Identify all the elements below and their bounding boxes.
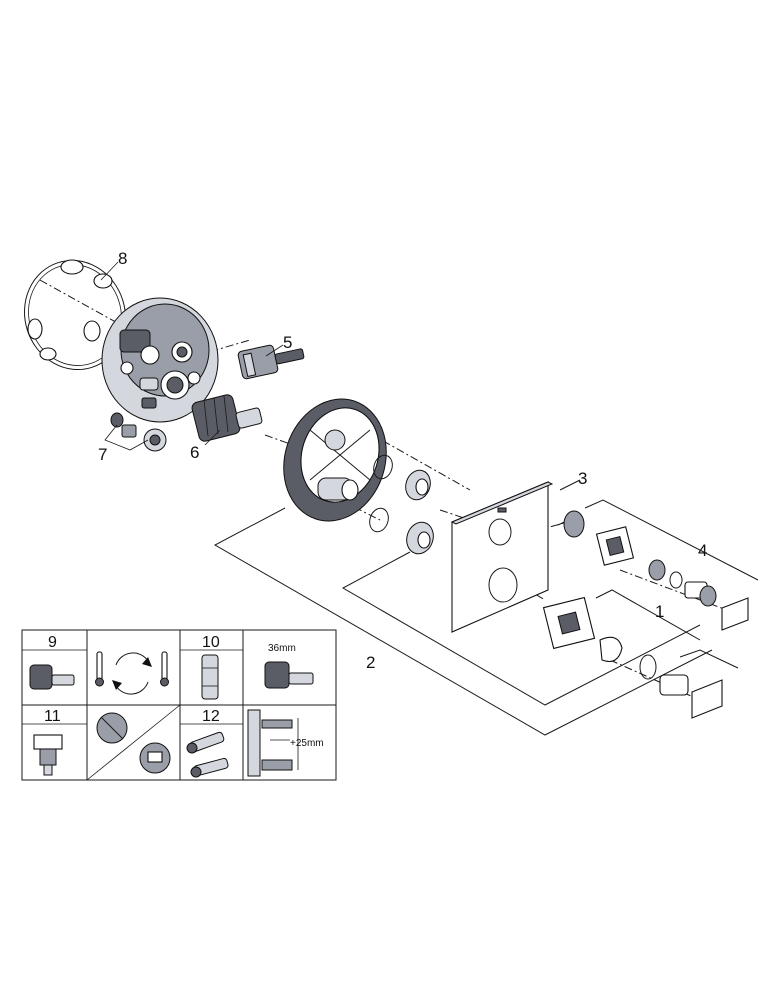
screw-set (110, 412, 167, 452)
thermostatic-cartridge (191, 394, 263, 442)
callout-5: 5 (283, 333, 292, 352)
callout-2: 2 (366, 653, 375, 672)
callout-3: 3 (578, 469, 587, 488)
legend-number-9: 9 (48, 634, 57, 651)
accessory-legend-table: 9 10 11 12 36mm +25mm (21, 629, 337, 781)
tool-key-icon (33, 734, 63, 776)
callout-7: 7 (98, 445, 107, 464)
thermometer-cycle-icon (95, 651, 169, 695)
mounting-plate (283, 398, 387, 522)
plaster-guard-ring (24, 259, 126, 371)
callout-6: 6 (190, 443, 199, 462)
callout-4: 4 (698, 541, 707, 560)
cover-plate (450, 481, 554, 633)
upper-handle-group (563, 510, 749, 631)
legend-note-36mm: 36mm (268, 643, 296, 654)
mixer-body (101, 297, 219, 423)
legend-number-10: 10 (202, 634, 220, 651)
lower-handle-group (542, 596, 723, 719)
surface-icons (96, 712, 171, 774)
screw-set-icon (186, 731, 229, 778)
legend-note-25mm: +25mm (290, 738, 324, 749)
callout-labels: 8 5 6 7 3 4 1 2 (98, 249, 707, 672)
assembly-bracket-lines (213, 479, 759, 736)
callout-8: 8 (118, 249, 127, 268)
cartridge-icon (29, 664, 75, 690)
legend-number-12: 12 (202, 708, 220, 725)
legend-number-11: 11 (44, 708, 61, 725)
extension-sleeve-icon (201, 654, 219, 700)
wall-depth-icon (247, 709, 299, 777)
o-rings (369, 454, 434, 555)
cartridge-36mm-icon (264, 661, 314, 689)
callout-1: 1 (655, 602, 664, 621)
cartridge-small (237, 344, 305, 380)
